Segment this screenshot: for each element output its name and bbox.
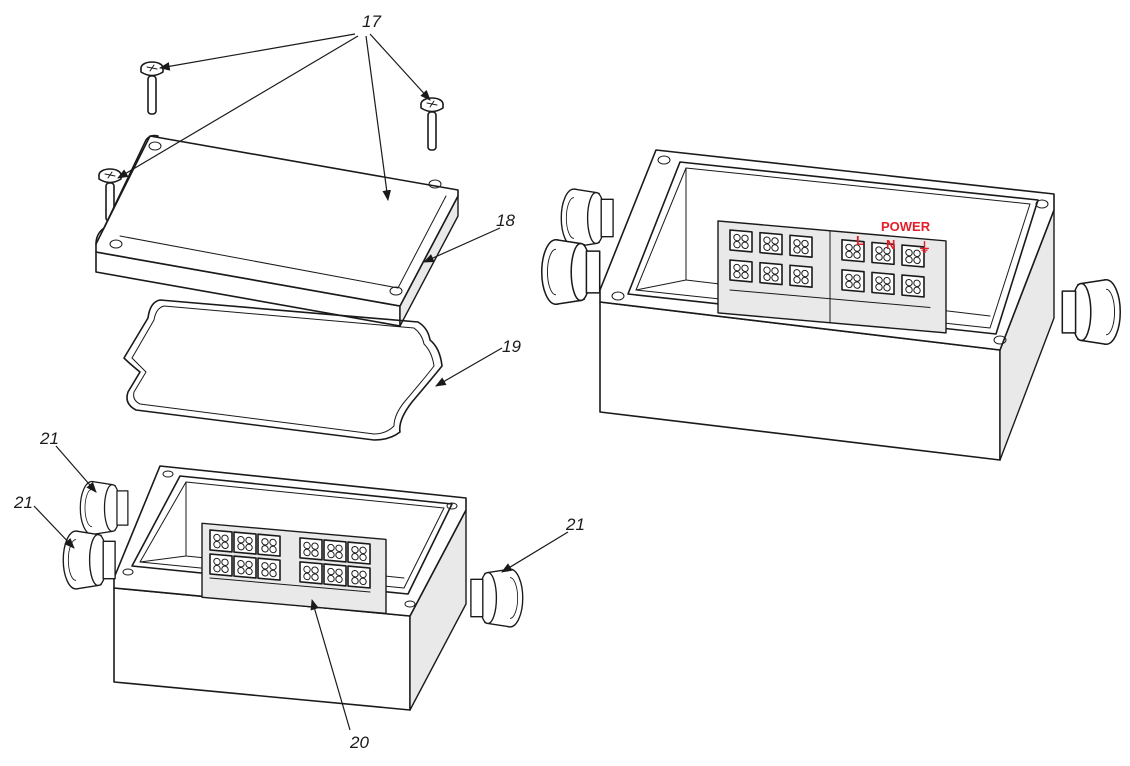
callout-19: 19	[502, 337, 521, 356]
screw-top-right	[420, 97, 444, 151]
leader-lines	[33, 33, 569, 731]
cable-gland-mid-left	[62, 530, 116, 590]
callout-17: 17	[362, 12, 381, 31]
line-label: L	[856, 233, 864, 248]
terminal-block-right	[717, 220, 947, 334]
cable-gland-right-side	[1061, 278, 1122, 346]
callout-21-mid: 21	[13, 493, 33, 512]
callout-20: 20	[349, 733, 369, 752]
neutral-label: N	[886, 237, 895, 252]
lid	[95, 134, 459, 327]
callout-21-top: 21	[39, 429, 59, 448]
cable-gland-right-top-left	[560, 188, 614, 248]
callout-18: 18	[496, 211, 515, 230]
power-label: POWER	[881, 219, 931, 234]
cable-gland-right	[470, 568, 524, 628]
gasket	[123, 299, 443, 441]
screw-top-left	[140, 61, 164, 115]
earth-label: ⏚	[918, 240, 931, 255]
cable-gland-top-left	[79, 480, 129, 536]
callout-21-right: 21	[565, 515, 585, 534]
terminal-block-bottom-left	[201, 522, 387, 615]
cable-gland-right-mid-left	[540, 238, 601, 306]
